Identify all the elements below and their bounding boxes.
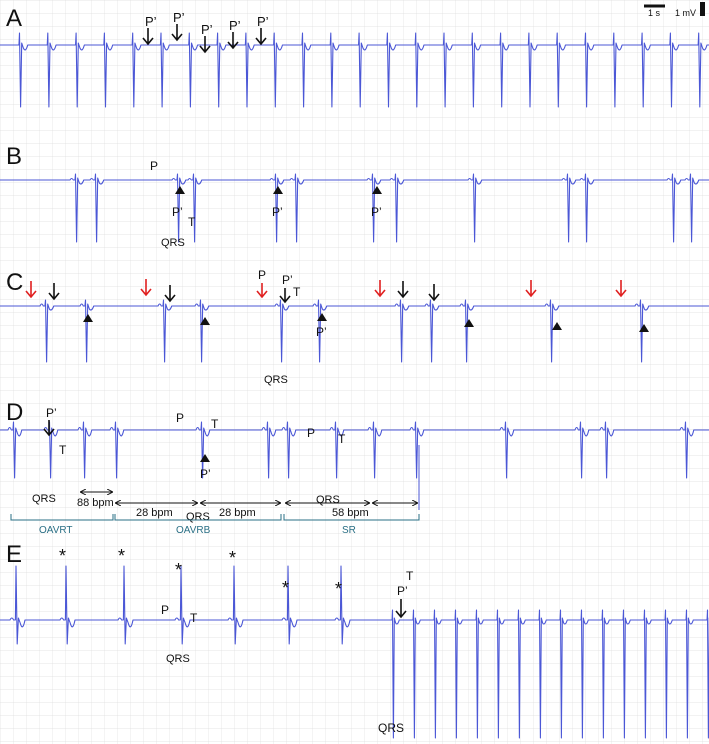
p-prime-label: P’ [173, 10, 185, 25]
ecg-trace-d [0, 421, 709, 479]
triangle-marker [175, 186, 185, 194]
ecg-trace-a [0, 32, 709, 108]
star-marker: * [59, 546, 66, 566]
p-prime-label: P’ [282, 273, 293, 287]
segment-label-oavrb: OAVRB [176, 525, 211, 536]
black-arrow [164, 285, 176, 303]
panel-letter-d: D [6, 399, 23, 426]
star-marker: * [282, 578, 289, 598]
ecg-trace-e [0, 565, 709, 739]
scale-bar: 1 s 1 mV [644, 2, 705, 18]
triangle-marker [639, 324, 649, 332]
p-prime-arrow [227, 32, 239, 50]
p-prime-label: P’ [229, 18, 241, 33]
segment-bracket-oavrt [10, 514, 114, 521]
panel-letter-a: A [6, 5, 22, 32]
interval-label: 58 bpm [332, 507, 369, 519]
black-arrow [395, 599, 407, 619]
qrs-label: QRS [378, 721, 404, 735]
t-wave-label: T [59, 443, 67, 457]
panel-d-annotations: P’ T P T P’ P T QRS QRS QRS 88 bpm 28 bp… [10, 406, 420, 536]
black-arrow [397, 281, 409, 299]
t-wave-label: T [406, 569, 414, 583]
p-prime-label: P’ [201, 22, 213, 37]
red-arrow [140, 279, 152, 297]
p-prime-arrow [199, 36, 211, 54]
qrs-label: QRS [316, 494, 340, 506]
triangle-marker [372, 186, 382, 194]
segment-bracket-oavrb [114, 514, 282, 521]
interval-label: 88 bpm [77, 497, 114, 509]
black-arrow [43, 420, 55, 437]
panel-letter-b: B [6, 143, 22, 170]
panel-a-annotations: P’ P’ P’ P’ P’ [142, 10, 269, 54]
red-arrow [256, 283, 268, 299]
p-prime-arrow [142, 28, 154, 46]
segment-label-oavrt: OAVRT [39, 525, 73, 536]
scale-voltage: 1 mV [675, 8, 696, 18]
interval-label: 28 bpm [136, 507, 173, 519]
qrs-label: QRS [186, 511, 210, 523]
p-prime-label: P’ [46, 406, 57, 420]
interval-label: 28 bpm [219, 507, 256, 519]
p-prime-label: P’ [200, 467, 211, 481]
t-wave-label: T [190, 611, 198, 625]
p-wave-label: P [307, 426, 315, 440]
triangle-marker [317, 313, 327, 321]
triangle-marker [200, 454, 210, 462]
triangle-marker [464, 319, 474, 327]
triangle-marker [552, 322, 562, 330]
panel-e-annotations: * * * * * * P T QRS T P’ QRS [59, 546, 414, 735]
p-prime-label: P’ [397, 584, 408, 598]
black-arrow [48, 283, 60, 301]
p-prime-label: P’ [172, 205, 183, 219]
ecg-trace-b [0, 173, 709, 243]
p-prime-arrow [255, 28, 267, 46]
qrs-label: QRS [264, 374, 288, 386]
red-arrow [525, 280, 537, 298]
t-wave-label: T [293, 285, 301, 299]
p-wave-label: P [258, 268, 266, 282]
t-wave-label: T [188, 215, 196, 229]
p-prime-arrow [171, 24, 183, 42]
red-arrow [615, 280, 627, 298]
star-marker: * [118, 546, 125, 566]
segment-bracket-sr [283, 514, 420, 521]
qrs-label: QRS [161, 237, 185, 249]
panel-c-annotations: P P’ T P’ QRS [25, 268, 649, 386]
panel-letter-e: E [6, 541, 22, 568]
t-wave-label: T [211, 417, 219, 431]
red-arrow [374, 280, 386, 298]
p-prime-label: P’ [316, 325, 327, 339]
p-wave-label: P [150, 159, 158, 173]
red-arrow [25, 281, 37, 299]
p-prime-label: P’ [257, 14, 269, 29]
p-prime-label: P’ [272, 205, 283, 219]
p-prime-label: P’ [371, 205, 382, 219]
triangle-marker [83, 314, 93, 322]
qrs-label: QRS [166, 653, 190, 665]
black-arrow [279, 288, 291, 304]
p-wave-label: P [176, 411, 184, 425]
triangle-marker [273, 186, 283, 194]
triangle-marker [200, 317, 210, 325]
star-marker: * [229, 548, 236, 568]
panel-letter-c: C [6, 269, 23, 296]
segment-label-sr: SR [342, 525, 356, 536]
panel-b-annotations: P P’ T QRS P’ P’ [150, 159, 382, 249]
ecg-trace-c [0, 299, 709, 363]
p-prime-label: P’ [145, 14, 157, 29]
star-marker: * [335, 579, 342, 599]
star-marker: * [175, 560, 182, 580]
t-wave-label: T [338, 432, 346, 446]
p-wave-label: P [161, 603, 169, 617]
scale-time: 1 s [648, 8, 661, 18]
qrs-label: QRS [32, 493, 56, 505]
black-arrow [428, 284, 440, 302]
